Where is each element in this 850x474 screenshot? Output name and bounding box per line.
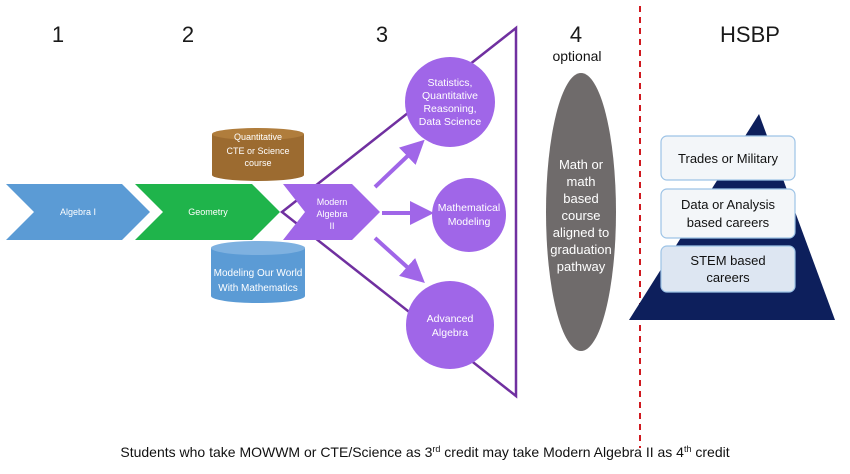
optional-course-oval: Math or math based course aligned to gra… [546, 73, 616, 351]
arrow-to-statistics [373, 139, 425, 189]
trades-military-box: Trades or Military [660, 135, 796, 181]
column-3-label: 3 [376, 22, 388, 47]
advanced-algebra-circle: Advanced Algebra [406, 281, 494, 369]
cylinder-top-line3: course [244, 158, 271, 168]
mowwm-cylinder: Modeling Our World With Mathematics [211, 241, 305, 303]
data-analysis-line1: Data or Analysis [681, 197, 775, 212]
hsbp-label: HSBP [720, 22, 780, 47]
geometry-arrow: Geometry [135, 184, 280, 240]
stem-line2: careers [706, 270, 750, 285]
statistics-line1: Statistics, [428, 77, 473, 89]
statistics-line4: Data Science [419, 116, 482, 128]
optional-label: optional [552, 48, 601, 64]
geometry-label: Geometry [188, 207, 228, 217]
cylinder-bottom-line2: With Mathematics [218, 283, 297, 294]
algebra-1-label: Algebra I [60, 207, 96, 217]
footer-part1: Students who take MOWWM or CTE/Science a… [120, 444, 432, 460]
oval-line5: aligned to [553, 225, 609, 240]
oval-line3: based [563, 191, 598, 206]
algebra-1-arrow: Algebra I [6, 184, 150, 240]
footer-part3: credit [691, 444, 729, 460]
cylinder-top-line2: CTE or Science [226, 146, 289, 156]
cylinder-bottom-line1: Modeling Our World [214, 268, 303, 279]
mathematical-modeling-circle: Mathematical Modeling [432, 178, 506, 252]
funnel-triangle [279, 25, 518, 399]
modern-algebra-2-arrow: Modern Algebra II [283, 184, 380, 240]
stem-careers-box: STEM based careers [660, 245, 796, 293]
column-1-label: 1 [52, 22, 64, 47]
oval-line7: pathway [557, 259, 606, 274]
modern-algebra-line2: Algebra [316, 209, 347, 219]
footer-sup1: rd [432, 444, 440, 454]
footer-part2: credit may take Modern Algebra II as 4 [440, 444, 684, 460]
oval-line4: course [561, 208, 600, 223]
oval-line1: Math or [559, 157, 604, 172]
oval-line6: graduation [550, 242, 611, 257]
stem-line1: STEM based [690, 253, 765, 268]
modern-algebra-line1: Modern [317, 197, 348, 207]
advanced-algebra-line1: Advanced [427, 313, 474, 325]
arrow-to-advanced-algebra [373, 236, 425, 284]
footer-note: Students who take MOWWM or CTE/Science a… [120, 444, 729, 460]
column-4-label: 4 [570, 22, 582, 47]
cylinder-top-line1: Quantitative [234, 132, 282, 142]
quantitative-cte-cylinder: Quantitative CTE or Science course [212, 128, 304, 181]
modern-algebra-line3: II [329, 221, 334, 231]
modeling-line2: Modeling [448, 216, 491, 228]
oval-line2: math [567, 174, 596, 189]
statistics-circle: Statistics, Quantitative Reasoning, Data… [405, 57, 495, 147]
statistics-line3: Reasoning, [423, 103, 476, 115]
statistics-line2: Quantitative [422, 90, 478, 102]
trades-line1: Trades or Military [678, 151, 778, 166]
data-analysis-box: Data or Analysis based careers [660, 188, 796, 239]
modeling-line1: Mathematical [438, 202, 500, 214]
data-analysis-line2: based careers [687, 215, 770, 230]
footer-sup2: th [684, 444, 692, 454]
column-2-label: 2 [182, 22, 194, 47]
advanced-algebra-line2: Algebra [432, 327, 468, 339]
